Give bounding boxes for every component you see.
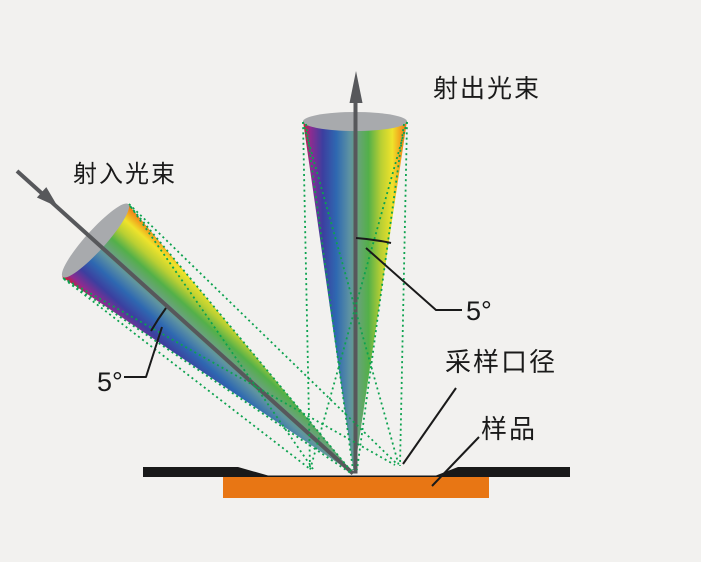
dotted-ray-line: [302, 121, 311, 470]
dotted-ray-line: [302, 121, 400, 467]
sample-leader-line: [431, 436, 480, 487]
dotted-ray-line: [356, 123, 405, 471]
dotted-ray-line: [62, 277, 396, 466]
exit-angle-arc: [355, 237, 392, 244]
exit-arrowhead-icon: [349, 71, 363, 103]
sample-bar: [223, 477, 489, 498]
dotted-ray-line: [129, 205, 353, 473]
incident-arrowhead-icon: [36, 187, 58, 207]
sampling-aperture-label: 采样口径: [445, 347, 557, 377]
exit-angle-leader-line: [365, 247, 462, 311]
incident-angle-arc: [150, 307, 167, 332]
annotation-lines: [124, 237, 480, 487]
beam-axes: [15, 101, 358, 475]
dotted-ray-line: [399, 121, 408, 467]
dotted-ray-line: [63, 278, 353, 475]
sample-label: 样品: [481, 414, 537, 444]
incident-angle-leader-line: [124, 326, 163, 378]
dotted-ray-line: [130, 206, 314, 470]
aperture-plate: [143, 467, 570, 477]
marginal-rays: [62, 121, 408, 475]
incident-arrow-shaft: [15, 169, 355, 475]
labels: 射入光束 射出光束 5° 5° 采样口径 样品: [73, 75, 557, 444]
exit-angle-label: 5°: [466, 296, 492, 326]
incident-beam-label: 射入光束: [73, 161, 177, 188]
exit-beam-label: 射出光束: [433, 75, 541, 103]
incident-angle-label: 5°: [97, 367, 123, 397]
aperture-leader-line: [402, 387, 457, 465]
dotted-ray-line: [305, 123, 354, 471]
